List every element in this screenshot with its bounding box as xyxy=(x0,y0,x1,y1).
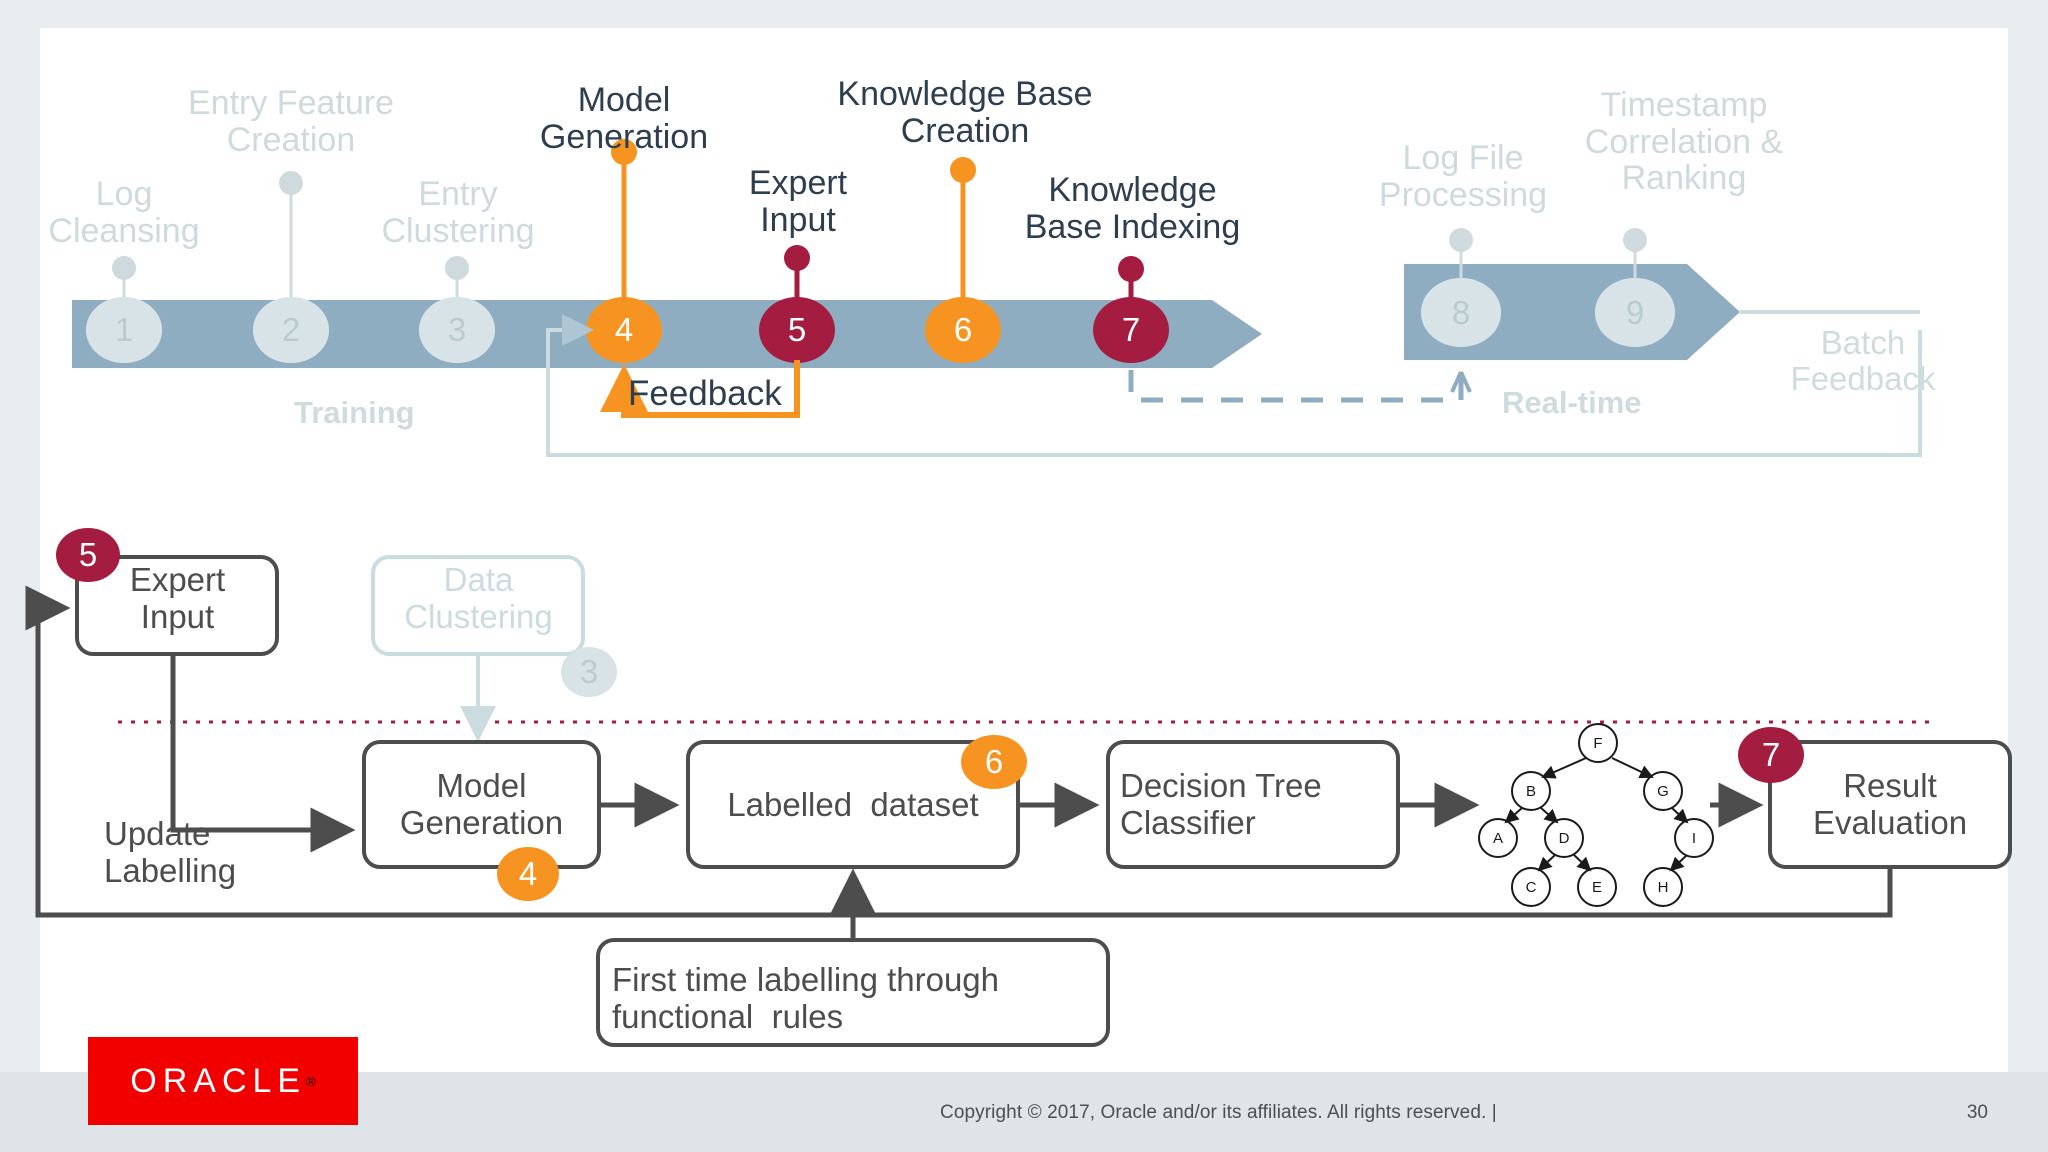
realtime-dashed-link xyxy=(1128,364,1464,403)
timeline-step-number-8[interactable]: 8 xyxy=(1421,279,1501,347)
edge-result-to-expert-feedback xyxy=(25,585,1893,918)
tree-node-H xyxy=(1643,867,1683,907)
timeline-label-4: Model Generation xyxy=(539,81,709,156)
tree-edge-B-A xyxy=(1504,807,1523,824)
tree-edge-F-B xyxy=(1541,757,1587,779)
node-expert-input-label: Expert Input xyxy=(129,561,226,635)
pin-head-1 xyxy=(112,256,136,280)
tree-label-F: F xyxy=(1593,734,1603,752)
tree-edge-I-H xyxy=(1669,854,1688,872)
node-data-clustering-badge-3 xyxy=(561,647,617,697)
pin-head-6 xyxy=(950,157,976,183)
tree-node-A xyxy=(1478,818,1518,858)
tree-edge-B-D xyxy=(1540,807,1559,824)
node-result-evaluation-box xyxy=(1768,740,2012,869)
pin-head-7 xyxy=(1118,256,1144,282)
node-data-clustering-label: Data Clustering xyxy=(404,561,553,635)
timeline-label-2: Entry Feature Creation xyxy=(188,84,394,159)
node-badge-result-evaluation[interactable]: 7 xyxy=(1738,727,1804,783)
pin-head-4 xyxy=(611,139,637,165)
timeline-step-number-7[interactable]: 7 xyxy=(1121,311,1141,348)
tree-node-F xyxy=(1578,723,1618,763)
timeline-step-number-2[interactable]: 2 xyxy=(253,297,329,363)
phase-label-realtime: Real-time xyxy=(1502,385,1642,420)
node-model-generation-box xyxy=(362,740,601,869)
node-badge-data-clustering[interactable]: 3 xyxy=(579,653,599,690)
slide-canvas xyxy=(40,28,2008,1080)
timeline-label-9: Timestamp Correlation & Ranking xyxy=(1584,86,1784,198)
ghost-feedback-loop xyxy=(546,314,1922,457)
node-decision-tree-classifier-box xyxy=(1106,740,1400,869)
feedback-label: Feedback xyxy=(628,374,782,413)
tree-label-G: G xyxy=(1657,782,1669,800)
tree-edge-G-I xyxy=(1671,807,1689,824)
pin-head-2 xyxy=(279,171,303,195)
node-first-time-labelling-box xyxy=(596,938,1110,1047)
timeline-step-number-3[interactable]: 3 xyxy=(419,297,495,363)
timeline-label-3: Entry Clustering xyxy=(381,175,535,250)
phase-label-training: Training xyxy=(294,395,415,430)
timeline-step-number-6[interactable]: 6 xyxy=(953,311,973,348)
tree-edge-D-C xyxy=(1537,854,1556,872)
timeline-step-number-5[interactable]: 5 xyxy=(787,311,807,348)
pin-head-3 xyxy=(445,256,469,280)
tree-edge-F-G xyxy=(1611,757,1654,779)
edge-expert-to-model xyxy=(170,656,356,853)
oracle-logo: ORACLE® xyxy=(88,1037,358,1125)
tree-label-E: E xyxy=(1591,878,1602,896)
page-number: 30 xyxy=(1966,1102,1988,1123)
oracle-registered-mark: ® xyxy=(306,1073,316,1089)
feedback-bracket xyxy=(600,360,800,418)
node-labelled-dataset-label: Labelled dataset xyxy=(727,786,979,823)
tree-edge-D-E xyxy=(1573,854,1592,872)
tree-label-B: B xyxy=(1525,782,1536,800)
realtime-dashed-arrowhead xyxy=(1450,371,1472,396)
tree-label-A: A xyxy=(1492,829,1503,847)
node-model-generation-label: Model Generation xyxy=(399,767,564,841)
tree-label-H: H xyxy=(1657,878,1669,896)
node-result-evaluation-label: Result Evaluation xyxy=(1812,767,1968,841)
timeline-label-6: Knowledge Base Creation xyxy=(837,75,1093,150)
decision-tree-graphic xyxy=(1478,723,1714,907)
timeline-label-7: Knowledge Base Indexing xyxy=(1024,171,1241,246)
timeline-label-1: Log Cleansing xyxy=(48,175,200,250)
timeline-step-number-4[interactable]: 4 xyxy=(614,311,634,348)
tree-node-C xyxy=(1511,867,1551,907)
tree-node-G xyxy=(1643,771,1683,811)
tree-label-D: D xyxy=(1558,829,1570,847)
pin-head-8 xyxy=(1449,228,1473,252)
tree-node-B xyxy=(1511,771,1551,811)
tree-node-E xyxy=(1577,867,1617,907)
node-first-time-labelling-label: First time labelling through functional … xyxy=(612,961,1000,1035)
edge-label-update-labelling: Update Labelling xyxy=(104,815,237,889)
timeline-label-5: Expert Input xyxy=(748,164,848,239)
timeline-step-number-1[interactable]: 1 xyxy=(86,297,162,363)
node-badge-labelled-dataset[interactable]: 6 xyxy=(961,735,1027,789)
pin-head-5 xyxy=(784,245,810,271)
node-decision-tree-classifier-label: Decision Tree Classifier xyxy=(1120,767,1322,841)
oracle-wordmark: ORACLE xyxy=(130,1061,307,1100)
pin-head-9 xyxy=(1623,228,1647,252)
node-badge-model-generation[interactable]: 4 xyxy=(497,847,559,901)
timeline-step-number-9[interactable]: 9 xyxy=(1595,279,1675,347)
tree-label-I: I xyxy=(1691,829,1697,847)
batch-feedback-label: Batch Feedback xyxy=(1790,324,1936,397)
timeline-bar-training xyxy=(72,300,1262,368)
tree-node-D xyxy=(1544,818,1584,858)
node-badge-expert-input[interactable]: 5 xyxy=(56,528,120,582)
node-labelled-dataset-box xyxy=(686,740,1020,869)
copyright-text: Copyright © 2017, Oracle and/or its affi… xyxy=(940,1102,1497,1123)
node-expert-input-box xyxy=(75,555,279,656)
node-data-clustering-box xyxy=(371,555,585,656)
tree-label-C: C xyxy=(1525,878,1537,896)
tree-node-I xyxy=(1674,818,1714,858)
timeline-label-8: Log File Processing xyxy=(1378,139,1548,214)
